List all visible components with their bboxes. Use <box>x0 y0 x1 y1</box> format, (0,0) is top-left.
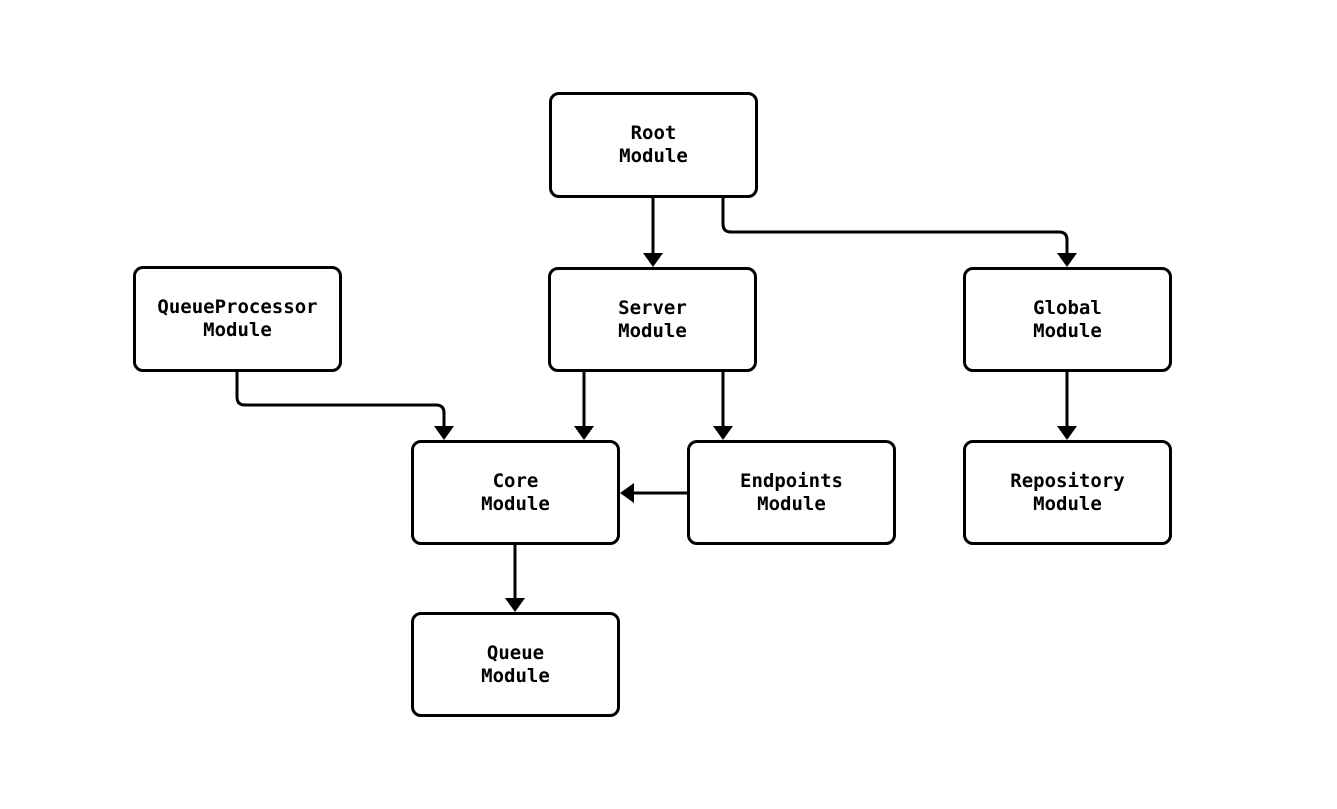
node-global-module: Global Module <box>963 267 1172 372</box>
node-queueprocessor-module: QueueProcessor Module <box>133 266 342 372</box>
edge-root-to-global <box>721 198 1069 255</box>
arrowhead-root-to-global <box>1057 253 1077 267</box>
node-core-module-label: Core Module <box>481 469 550 515</box>
node-repository-module-label: Repository Module <box>1010 469 1125 515</box>
arrowhead-server-to-core <box>574 426 594 440</box>
node-root-module-label: Root Module <box>619 122 688 167</box>
node-repository-module: Repository Module <box>963 440 1172 545</box>
node-root-module: Root Module <box>549 92 758 198</box>
edge-queueprocessor-to-core <box>235 372 446 428</box>
node-queue-module: Queue Module <box>411 612 620 717</box>
node-queue-module-label: Queue Module <box>481 641 550 687</box>
node-server-module-label: Server Module <box>618 296 687 342</box>
node-endpoints-module-label: Endpoints Module <box>740 469 843 515</box>
arrowhead-server-to-endpoints <box>713 426 733 440</box>
arrowhead-root-to-server <box>643 253 663 267</box>
node-queueprocessor-module-label: QueueProcessor Module <box>157 296 318 341</box>
node-endpoints-module: Endpoints Module <box>687 440 896 545</box>
node-global-module-label: Global Module <box>1033 296 1102 342</box>
arrowhead-core-to-queue <box>505 598 525 612</box>
node-core-module: Core Module <box>411 440 620 545</box>
node-server-module: Server Module <box>548 267 757 372</box>
arrowhead-queueprocessor-to-core <box>434 426 454 440</box>
arrowhead-global-to-repository <box>1057 426 1077 440</box>
arrowhead-endpoints-to-core <box>620 483 634 503</box>
